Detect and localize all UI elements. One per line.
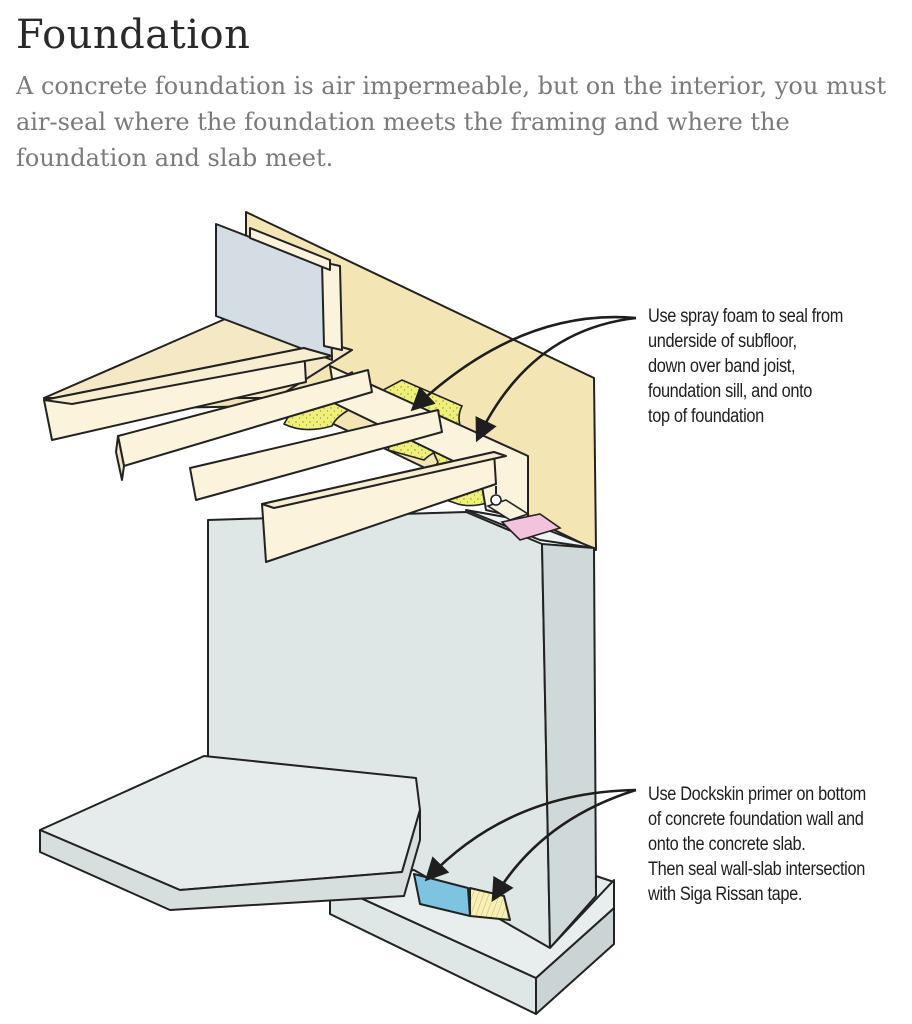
joist-1-top — [43, 347, 333, 405]
wall-stud — [321, 261, 343, 351]
joist-3 — [189, 409, 443, 501]
sill-gasket — [500, 513, 562, 541]
callout-spray-foam-line: top of foundation — [648, 406, 764, 427]
callout-spray-foam-line: down over band joist, — [648, 356, 796, 377]
slab-edge — [39, 809, 421, 911]
callout-spray-foam-line: foundation sill, and onto — [648, 381, 813, 402]
arrow-spray-foam-1 — [410, 315, 637, 412]
callout-spray-foam-line: underside of subfloor, — [648, 331, 797, 352]
callout-dockskin-line: Then seal wall-slab intersection — [648, 859, 865, 880]
arrow-dockskin-1 — [424, 788, 637, 882]
callout-dockskin-line: onto the concrete slab. — [648, 834, 806, 855]
arrow-spray-foam-2 — [475, 316, 637, 443]
callout-dockskin-line: Use Dockskin primer on bottom — [648, 784, 866, 805]
arrow-dockskin-2 — [491, 788, 637, 903]
joist-4-top — [261, 451, 507, 509]
callout-spray-foam: Use spray foam to seal from underside of… — [648, 304, 843, 429]
joist-2-side — [115, 435, 125, 481]
callout-dockskin: Use Dockskin primer on bottom of concret… — [648, 782, 866, 907]
callout-dockskin-line: with Siga Rissan tape. — [648, 884, 803, 905]
callout-spray-foam-line: Use spray foam to seal from — [648, 306, 844, 327]
anchor-bolt — [490, 494, 502, 506]
foundation-wall-end — [541, 543, 597, 949]
plate — [249, 227, 331, 271]
page-title: Foundation — [16, 12, 251, 58]
callout-dockskin-line: of concrete foundation wall and — [648, 809, 864, 830]
band-joist — [329, 365, 529, 521]
page-subtitle: A concrete foundation is air impermeable… — [16, 72, 887, 172]
